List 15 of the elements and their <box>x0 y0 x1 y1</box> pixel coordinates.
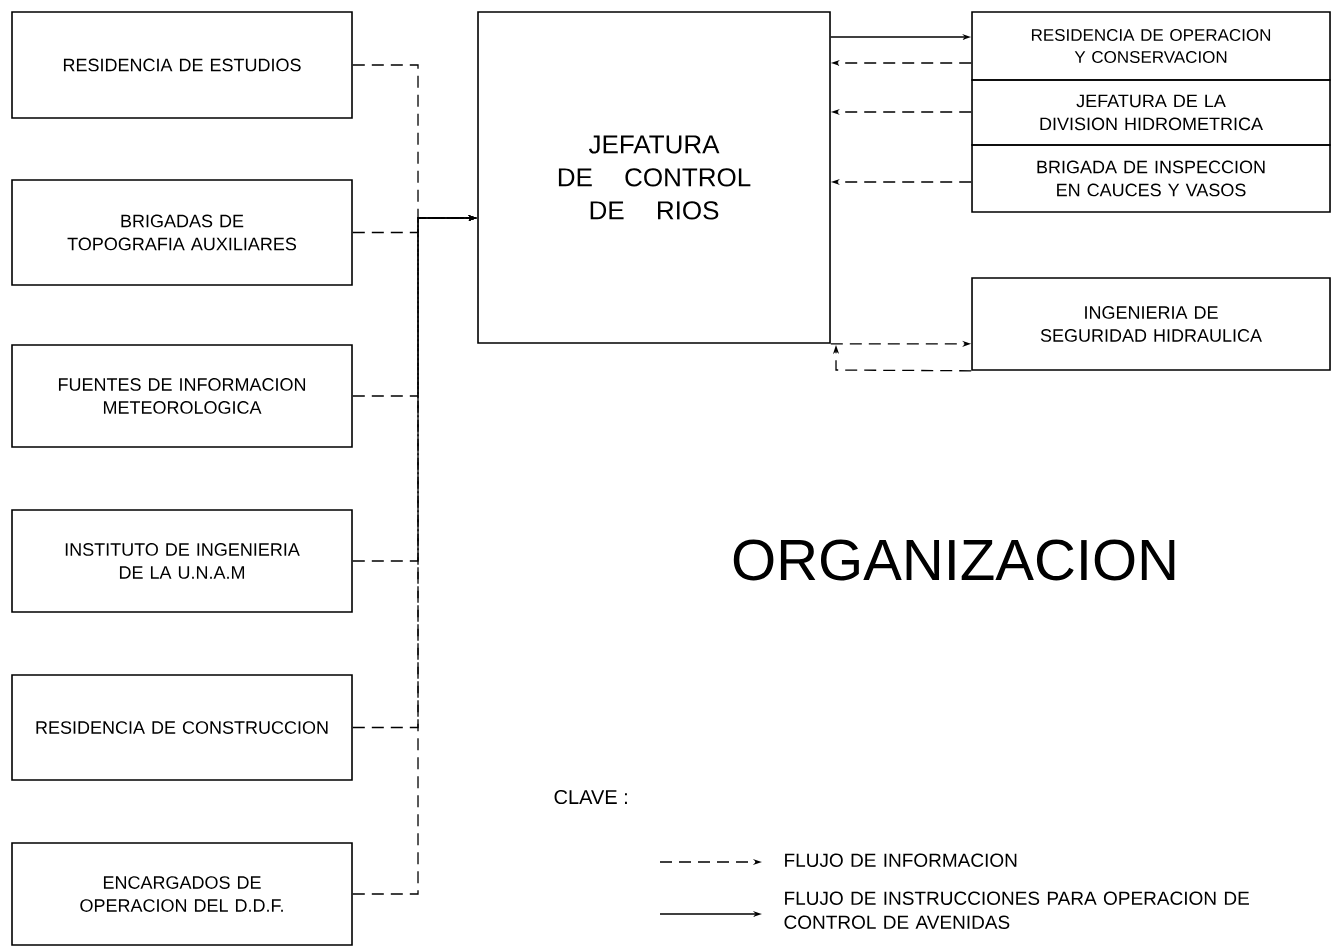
department-box: INGENIERIA DE SEGURIDAD HIDRAULICA <box>971 277 1331 371</box>
department-box: JEFATURA DE CONTROL DE RIOS <box>477 11 831 344</box>
department-box: JEFATURA DE LA DIVISION HIDROMETRICA <box>971 79 1331 146</box>
legend-text: FLUJO DE INFORMACION <box>785 853 1017 867</box>
department-box: BRIGADAS DE TOPOGRAFIA AUXILIARES <box>11 179 353 286</box>
legend-heading: CLAVE : <box>554 789 627 805</box>
department-box: INSTITUTO DE INGENIERIA DE LA U.N.A.M <box>11 509 353 613</box>
department-box: RESIDENCIA DE CONSTRUCCION <box>11 674 353 781</box>
department-box: FUENTES DE INFORMACION METEOROLOGICA <box>11 344 353 448</box>
department-box: ENCARGADOS DE OPERACION DEL D.D.F. <box>11 842 353 946</box>
department-box: RESIDENCIA DE ESTUDIOS <box>11 11 353 119</box>
department-box: BRIGADA DE INSPECCION EN CAUCES Y VASOS <box>971 144 1331 213</box>
department-box: RESIDENCIA DE OPERACION Y CONSERVACION <box>971 11 1331 81</box>
title: ORGANIZACION <box>733 539 1175 581</box>
legend-text: FLUJO DE INSTRUCCIONES PARA OPERACION DE CONTROL DE AVENIDAS <box>784 891 1249 929</box>
